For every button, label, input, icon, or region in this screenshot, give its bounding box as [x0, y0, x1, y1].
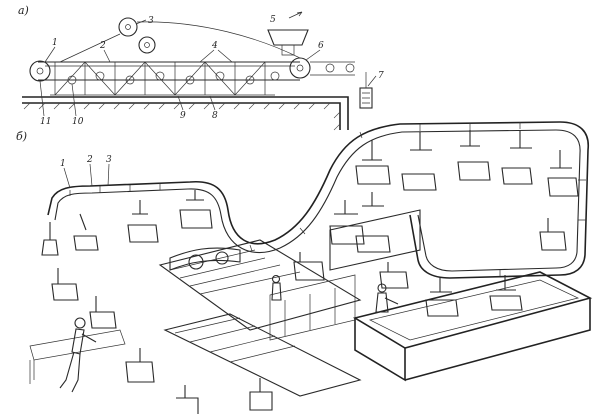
floor-frames [29, 209, 421, 397]
upper-pulley [118, 17, 138, 37]
tension-pulley [289, 57, 311, 79]
floor-hatching [23, 102, 341, 131]
panel-b-perspective: б) [16, 121, 593, 414]
panel-b-leader-lines [63, 163, 110, 189]
dip-tank [352, 271, 593, 382]
panel-b-label: б) [16, 130, 27, 143]
panel-a-leader-lines [39, 19, 377, 117]
panel-a-label: а) [18, 4, 29, 17]
callout-a-7: 7 [378, 71, 384, 81]
belt-rollers [67, 71, 280, 85]
drive-pulley [29, 60, 51, 82]
callout-b-1: 1 [60, 159, 66, 169]
callout-a-5: 5 [270, 15, 276, 25]
worker-right [375, 283, 399, 313]
overhead-rail [47, 121, 589, 279]
hopper [267, 29, 309, 46]
callout-a-8: 8 [212, 111, 218, 121]
callout-a-2: 2 [99, 41, 106, 51]
callout-a-10: 10 [72, 117, 84, 127]
worker-left [59, 317, 97, 393]
callout-a-6: 6 [318, 41, 324, 51]
truss-frame [50, 61, 275, 96]
callout-b-2: 2 [86, 155, 93, 165]
panel-a-schematic: а) 1 2 3 4 5 6 7 8 9 10 11 [18, 4, 384, 131]
callout-a-1: 1 [52, 38, 58, 48]
callout-a-9: 9 [180, 111, 186, 121]
callout-a-4: 4 [211, 41, 218, 51]
basket-hangers [41, 130, 579, 414]
callout-a-3: 3 [148, 16, 154, 26]
callout-b-3: 3 [106, 155, 112, 165]
worker-middle [271, 274, 282, 301]
callout-a-11: 11 [40, 117, 51, 127]
